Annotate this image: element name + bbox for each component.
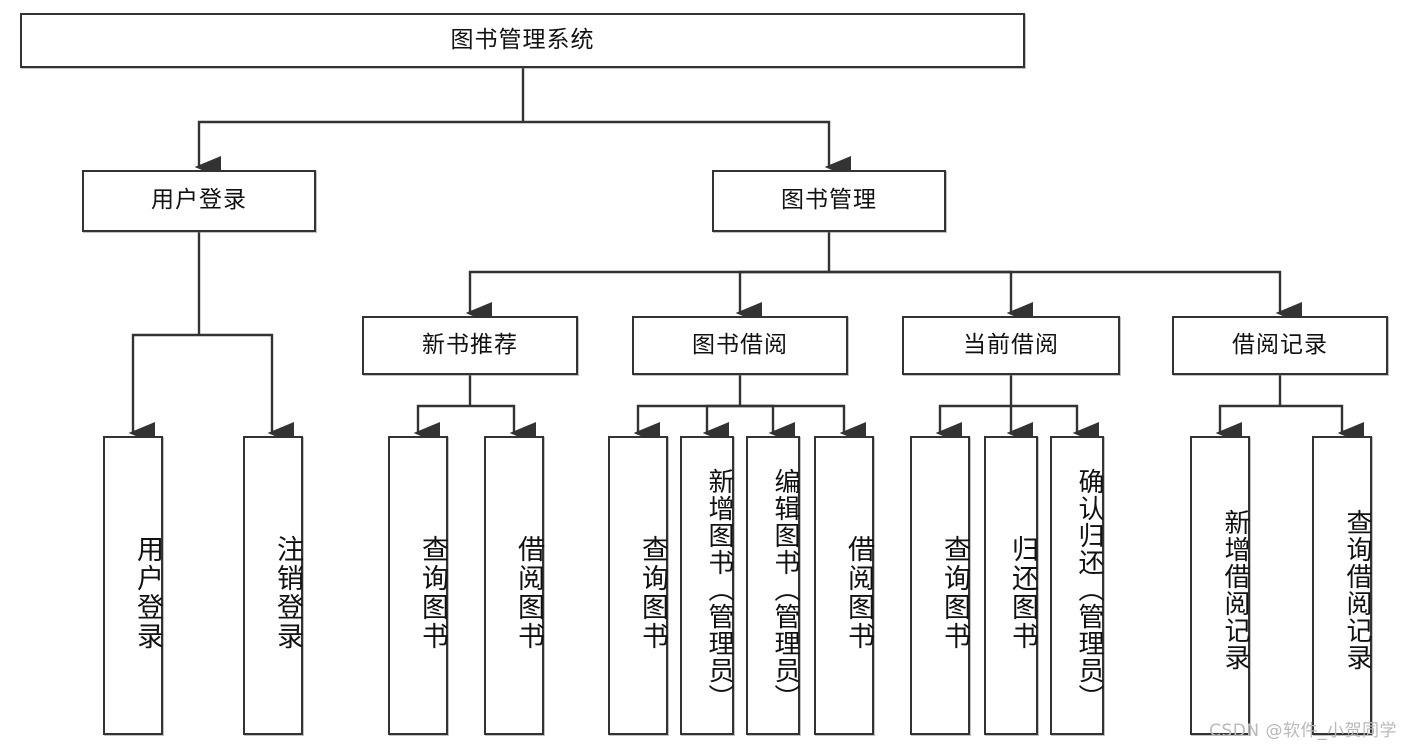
csdn-watermark: CSDN @软件_小贺同学 (1209, 721, 1397, 741)
node-leaf-query-book-borrow[interactable]: 查询图书 (608, 436, 668, 735)
node-leaf-user-login-leaf[interactable]: 用户登录 (103, 436, 163, 735)
node-leaf-borrow-book-borrow[interactable]: 借阅图书 (814, 436, 874, 735)
node-root-system[interactable]: 图书管理系统 (20, 13, 1025, 68)
node-l3-borrow-record[interactable]: 借阅记录 (1172, 316, 1388, 375)
node-l2-user-login[interactable]: 用户登录 (82, 170, 316, 232)
node-l2-book-manage[interactable]: 图书管理 (712, 170, 946, 232)
node-leaf-edit-book-admin[interactable]: 编辑图书（管理员） (746, 436, 800, 735)
node-leaf-query-book-current[interactable]: 查询图书 (910, 436, 970, 735)
node-leaf-return-book[interactable]: 归还图书 (984, 436, 1038, 735)
node-leaf-add-book-admin[interactable]: 新增图书（管理员） (680, 436, 734, 735)
node-l3-new-book-recommend[interactable]: 新书推荐 (362, 316, 578, 375)
node-l3-book-borrow[interactable]: 图书借阅 (632, 316, 848, 375)
node-leaf-borrow-book-rec[interactable]: 借阅图书 (484, 436, 544, 735)
node-l3-current-borrow[interactable]: 当前借阅 (902, 316, 1120, 375)
node-leaf-logout-leaf[interactable]: 注销登录 (243, 436, 303, 735)
node-leaf-query-book-rec[interactable]: 查询图书 (388, 436, 448, 735)
node-leaf-add-borrow-record[interactable]: 新增借阅记录 (1190, 436, 1250, 735)
node-leaf-confirm-return-admin[interactable]: 确认归还（管理员） (1050, 436, 1104, 735)
node-leaf-query-borrow-record[interactable]: 查询借阅记录 (1312, 436, 1372, 735)
